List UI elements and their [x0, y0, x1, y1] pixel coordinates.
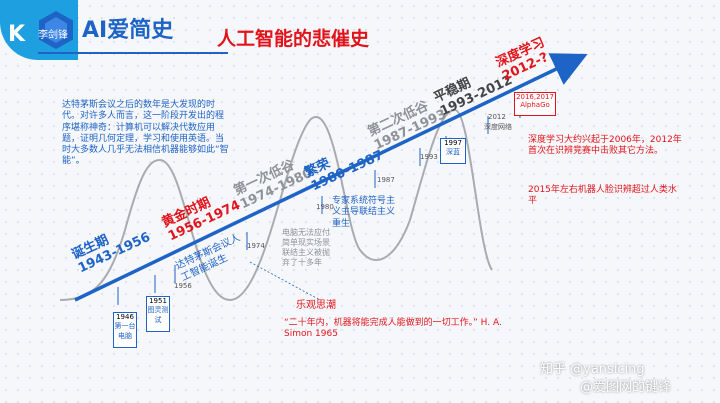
milestone-1974-year: 1974 — [247, 242, 265, 250]
dartmouth-note: 达特茅斯会议之后的数年是大发现的时代。对许多人而言，这一阶段开发出的程序堪称神奇… — [62, 100, 229, 167]
milestone-1951: 1951 图灵测试 — [146, 296, 170, 332]
brand-title: AI爱简史 — [82, 18, 174, 43]
milestone-1987-year: 1987 — [377, 176, 395, 184]
milestone-1946: 1946 第一台电脑 — [113, 312, 137, 348]
milestone-2012-year: 2012 — [488, 113, 506, 121]
deep-learning-note-1: 深度学习大约兴起于2006年，2012年首次在识辨竞赛中击败其它方法。 — [528, 135, 682, 157]
badge-author-name: 李剑锋 — [38, 30, 68, 41]
milestone-2016: 2016,2017 AlphaGo — [514, 92, 556, 116]
hype-cycle-wave — [59, 108, 493, 302]
milestone-1946-text: 第一台电脑 — [114, 322, 136, 340]
timeline-axis — [74, 53, 588, 302]
milestone-1997: 1997 深蓝 — [440, 138, 466, 164]
milestone-1974-text: 电脑无法应付简单现实场景联结主义被抛弃了十多年 — [282, 228, 330, 267]
milestone-1993-year: 1993 — [420, 153, 438, 161]
header-divider — [38, 52, 228, 54]
author-badge: K 李剑锋 — [0, 0, 78, 60]
hexagon-logo-icon — [39, 11, 73, 49]
milestone-1951-year: 1951 — [149, 297, 167, 305]
optimism-pointer — [249, 261, 321, 301]
deep-learning-note-2: 2015年左右机器人脸识辨超过人类水平 — [528, 185, 677, 207]
watermark-weibo: @爱图网的键锋 — [580, 380, 672, 395]
milestone-2016-text: AlphaGo — [520, 101, 550, 109]
watermark-zhihu: 知乎 @yansicing — [540, 362, 645, 377]
milestone-1997-year: 1997 — [444, 139, 462, 147]
milestone-1951-text: 图灵测试 — [147, 306, 169, 324]
milestone-1980-year: 1980 — [316, 203, 334, 211]
milestone-2016-year: 2016,2017 — [516, 93, 554, 101]
milestone-1997-text: 深蓝 — [446, 148, 460, 156]
milestone-1956-year: 1956 — [174, 282, 192, 290]
milestone-2012-text: 深度网络 — [484, 123, 512, 131]
milestone-1980-text: 专家系统符号主义主导联结主义重生 — [332, 196, 396, 229]
optimism-quote: “二十年内，机器将能完成人能做到的一切工作。” H. A. Simon 1965 — [284, 318, 502, 340]
page-title: 人工智能的悲催史 — [217, 28, 370, 50]
badge-letter: K — [8, 22, 27, 47]
optimism-title: 乐观思潮 — [296, 300, 336, 311]
milestone-1946-year: 1946 — [116, 313, 134, 321]
